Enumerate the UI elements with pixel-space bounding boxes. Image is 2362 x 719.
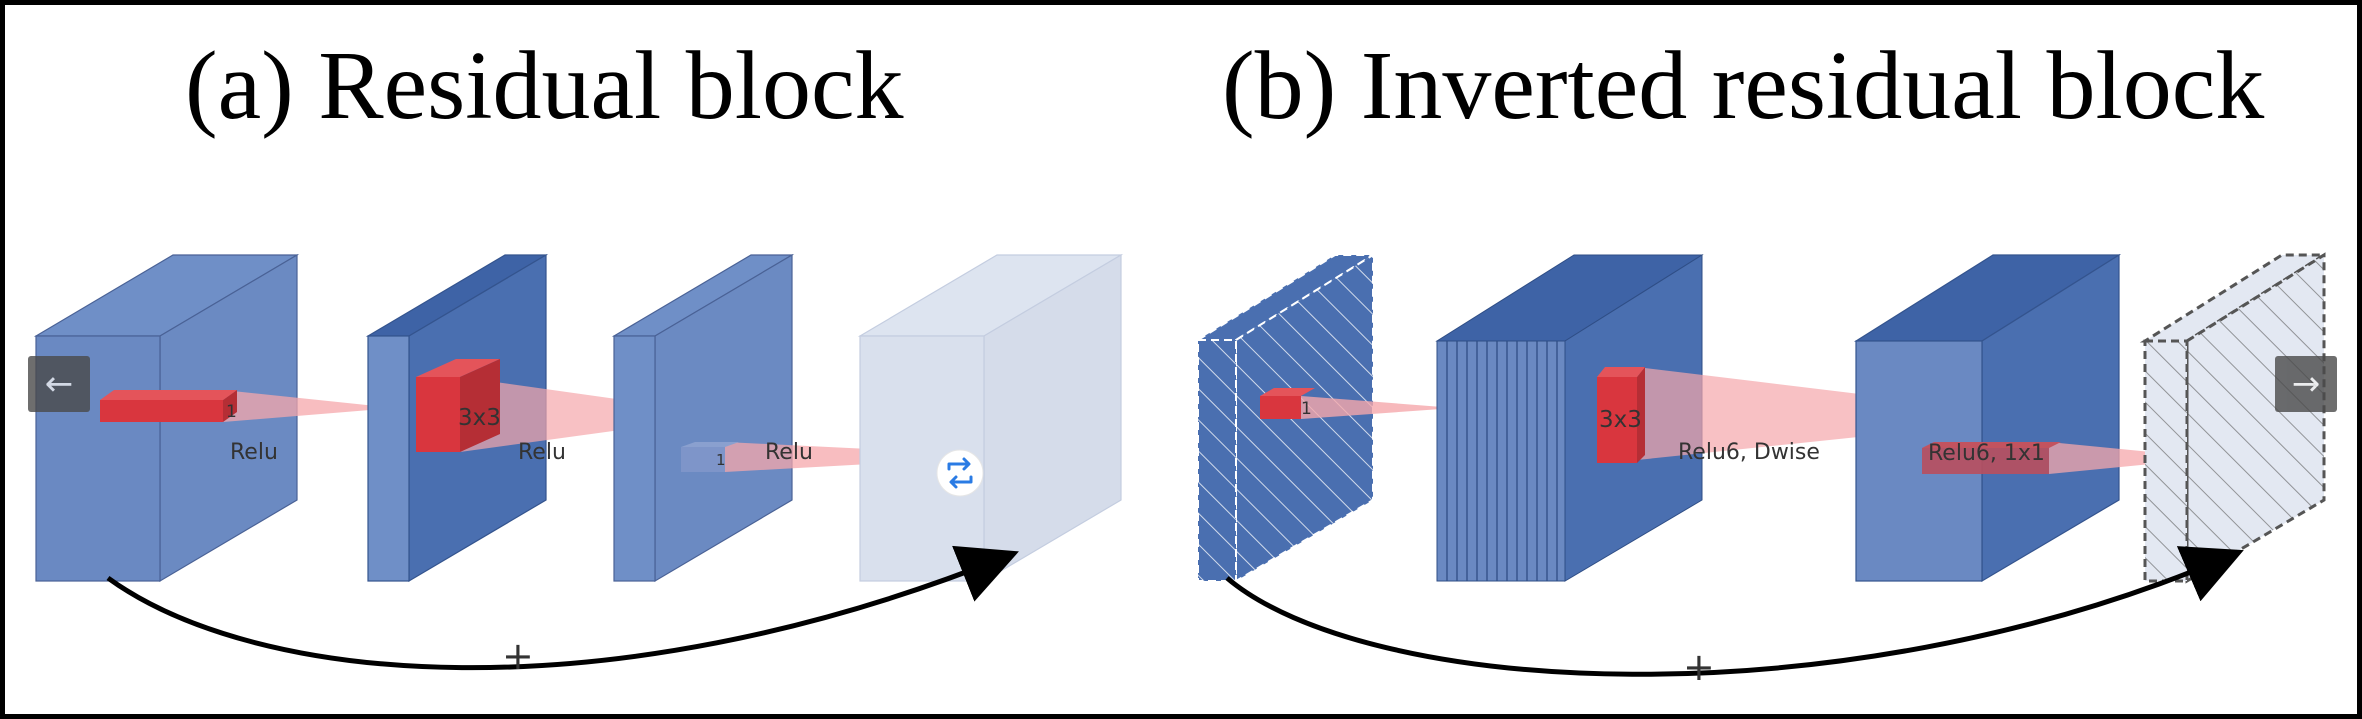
add-symbol-a: + [502,634,534,678]
output-tensor-a [857,253,1124,583]
next-arrow-button[interactable]: → [2275,356,2337,412]
title-inverted-residual-block: (b) Inverted residual block [1222,32,2265,140]
kernel-1x1-b1 [1260,388,1315,419]
output-tensor-b [2139,252,2330,584]
add-symbol-b: + [1683,645,1715,689]
skip-connection-arrow-a [106,545,1019,671]
conv-cone-b1 [1301,396,1455,419]
residual-block-diagram: 1 Relu 3x3 Relu [33,253,1124,678]
activation-label-a3: Relu [765,440,813,465]
kernel-label-a3: 1 [716,451,726,469]
input-tensor-b [1194,253,1377,583]
block-diagram: 1 Relu 3x3 Relu [33,252,2330,689]
arrow-right-icon: → [2291,364,2321,404]
kernel-label-a2: 3x3 [458,405,501,431]
kernel-3x3-a2 [416,359,500,452]
figure-frame: (a) Residual block (b) Inverted residual… [5,5,2357,714]
activation-label-a1: Relu [230,440,278,465]
activation-label-b2: Relu6, Dwise [1678,440,1820,465]
title-residual-block: (a) Residual block [185,32,904,140]
activation-label-a2: Relu [518,440,566,465]
kernel-label-b1: 1 [1301,399,1312,419]
kernel-label-b2: 3x3 [1599,407,1642,433]
kernel-label-a1: 1 [226,402,237,422]
arrow-left-icon: ← [44,364,74,404]
conv-cone-a1 [223,390,395,422]
conv-cone-b2 [1637,367,2050,460]
kernel-3x3-b2 [1597,367,1645,463]
skip-connection-arrow-b [1225,546,2244,677]
depthwise-tensor-b [1853,253,2122,583]
tensor-a3 [611,253,795,583]
inverted-residual-block-diagram: 1 [1194,252,2330,689]
input-tensor-a [33,253,300,583]
conv-cone-a2 [460,377,730,452]
conv-cone-b3 [2049,442,2213,474]
activation-label-b3: Relu6, 1x1 [1928,441,2045,466]
kernel-1x1-b3 [1922,442,2061,474]
previous-arrow-button[interactable]: ← [28,356,90,412]
kernel-1x1-a3 [681,442,739,472]
kernel-1x1-a1 [100,390,237,422]
repeat-icon[interactable] [936,449,984,497]
